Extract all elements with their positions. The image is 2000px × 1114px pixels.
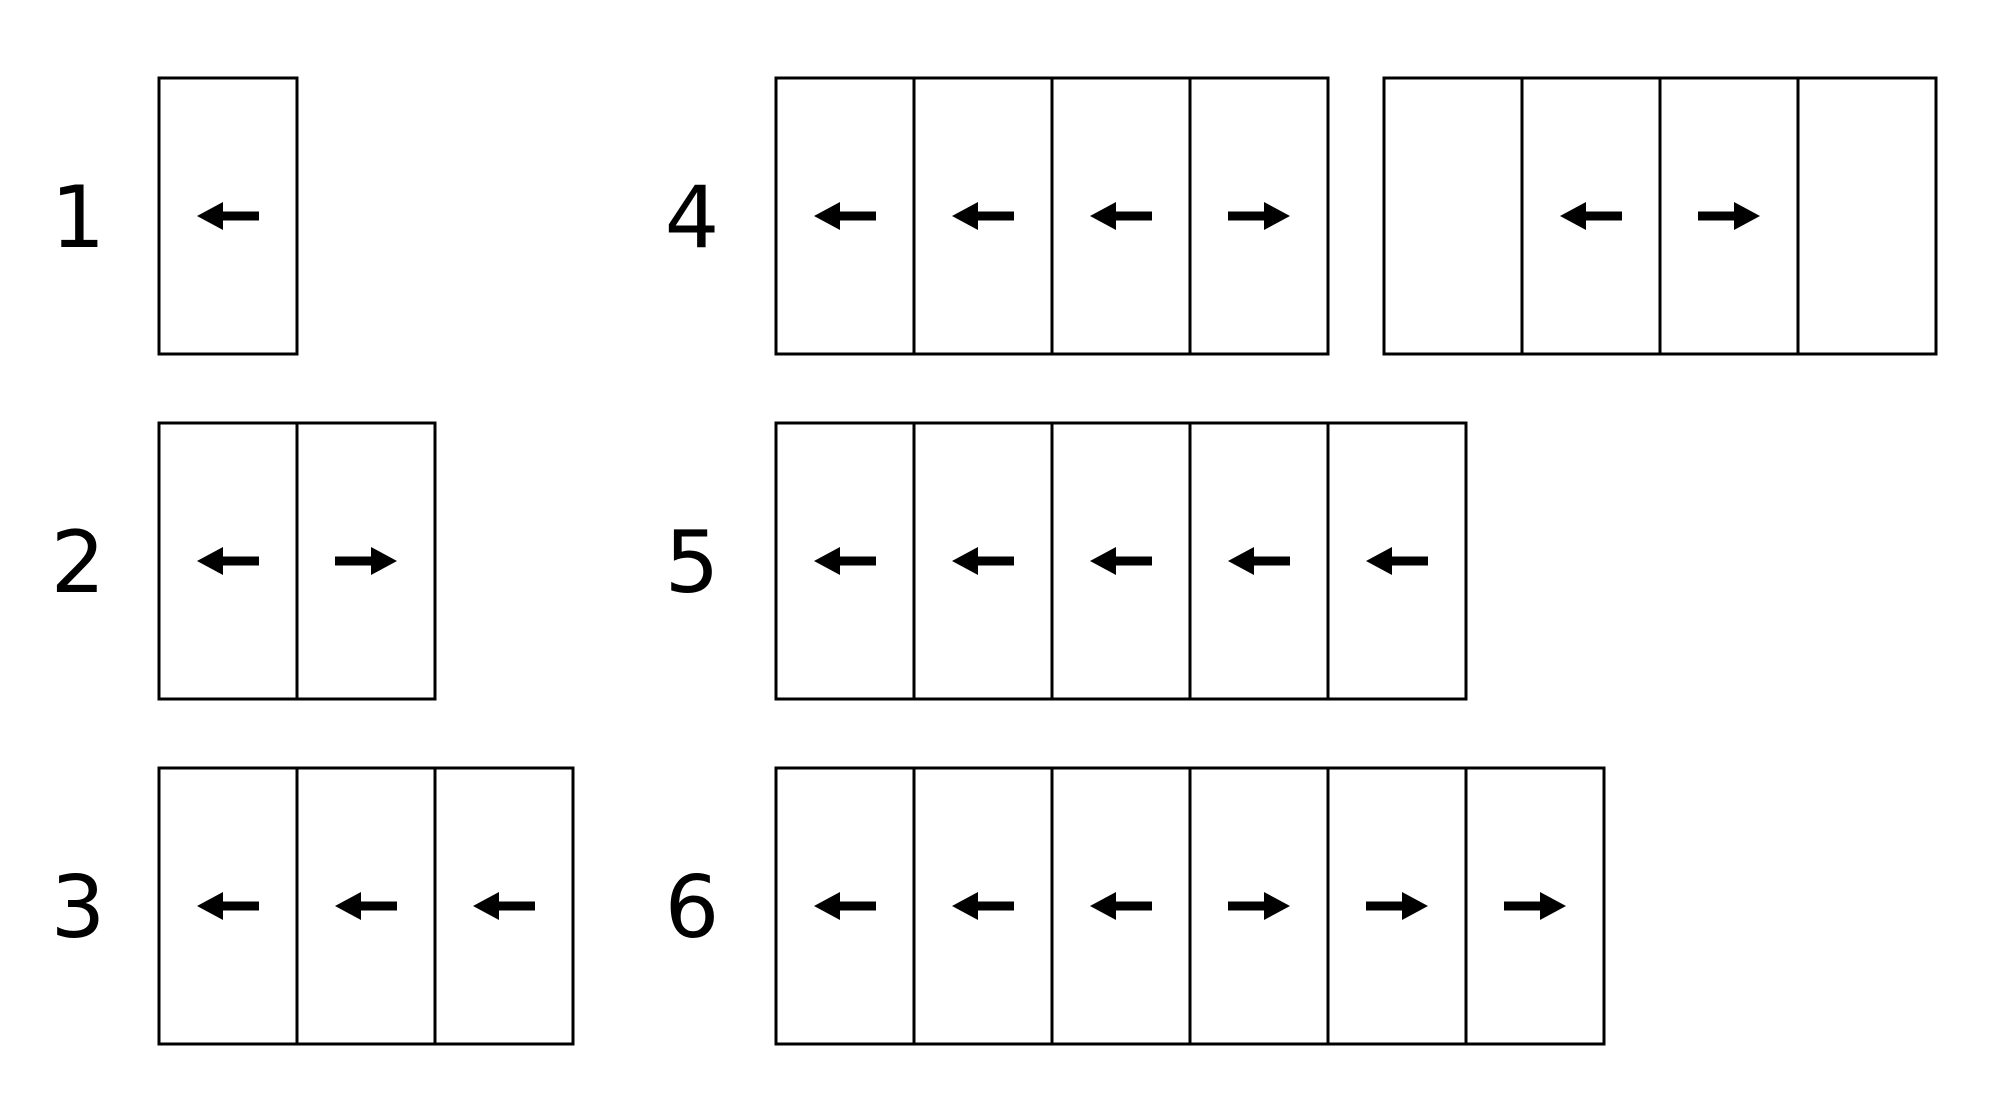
configuration-2: 2 xyxy=(51,421,437,701)
arrow-left-icon xyxy=(814,892,876,920)
arrow-left-icon xyxy=(952,892,1014,920)
arrow-left-icon xyxy=(952,202,1014,230)
arrow-right-icon xyxy=(335,547,397,575)
arrow-right-icon xyxy=(1228,892,1290,920)
arrow-right-icon xyxy=(1366,892,1428,920)
arrow-left-icon xyxy=(197,547,259,575)
configuration-label: 6 xyxy=(665,858,720,958)
door-panel xyxy=(295,421,437,701)
panel-group xyxy=(1382,76,1938,356)
configuration-1: 1 xyxy=(51,76,299,356)
panel-group xyxy=(157,421,437,701)
arrow-left-icon xyxy=(335,892,397,920)
arrow-right-icon xyxy=(1504,892,1566,920)
arrow-right-icon xyxy=(1698,202,1760,230)
arrow-left-icon xyxy=(1228,547,1290,575)
configuration-3: 3 xyxy=(51,766,575,1046)
arrow-left-icon xyxy=(814,547,876,575)
panel-group xyxy=(157,76,299,356)
arrow-left-icon xyxy=(473,892,535,920)
door-panel xyxy=(1382,76,1524,356)
arrow-left-icon xyxy=(1090,547,1152,575)
panel-group xyxy=(774,766,1606,1046)
arrow-left-icon xyxy=(1366,547,1428,575)
arrow-left-icon xyxy=(952,547,1014,575)
configuration-label: 2 xyxy=(51,513,106,613)
arrow-left-icon xyxy=(197,892,259,920)
configuration-label: 3 xyxy=(51,858,106,958)
configuration-label: 4 xyxy=(665,168,720,268)
panel-group xyxy=(774,421,1468,701)
arrow-left-icon xyxy=(1090,892,1152,920)
configuration-4: 4 xyxy=(665,76,1938,356)
arrow-left-icon xyxy=(1090,202,1152,230)
arrow-left-icon xyxy=(1560,202,1622,230)
panel-group xyxy=(157,766,575,1046)
configuration-label: 5 xyxy=(665,513,720,613)
door-panel xyxy=(1796,76,1938,356)
arrow-left-icon xyxy=(197,202,259,230)
panel-group xyxy=(774,76,1330,356)
configuration-6: 6 xyxy=(665,766,1606,1046)
configuration-5: 5 xyxy=(665,421,1468,701)
arrow-left-icon xyxy=(814,202,876,230)
arrow-right-icon xyxy=(1228,202,1290,230)
configuration-label: 1 xyxy=(51,168,106,268)
